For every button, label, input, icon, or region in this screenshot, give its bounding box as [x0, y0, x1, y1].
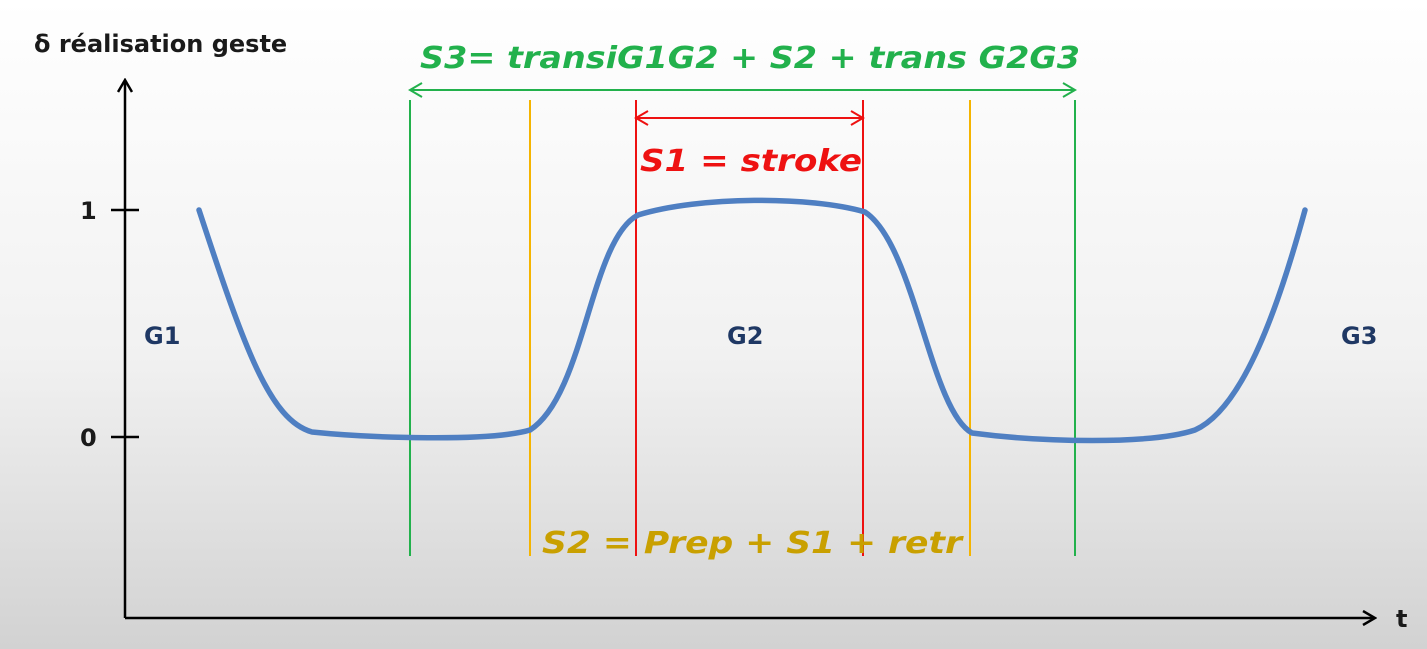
gesture-label-g2: G2 — [727, 322, 763, 350]
gesture-label-g1: G1 — [144, 322, 180, 350]
gesture-curve — [196, 197, 1308, 444]
s1-annotation: S1 = stroke — [640, 144, 862, 179]
s2-annotation: S2 = Prep + S1 + retr — [542, 526, 965, 561]
y-tick-label-1: 1 — [80, 197, 97, 225]
x-axis-label: t — [1396, 605, 1407, 633]
s3-annotation: S3= transiG1G2 + S2 + trans G2G3 — [420, 41, 1080, 76]
gesture-label-g3: G3 — [1341, 322, 1377, 350]
y-axis-label: δ réalisation geste — [34, 30, 287, 58]
y-tick-label-0: 0 — [80, 424, 97, 452]
